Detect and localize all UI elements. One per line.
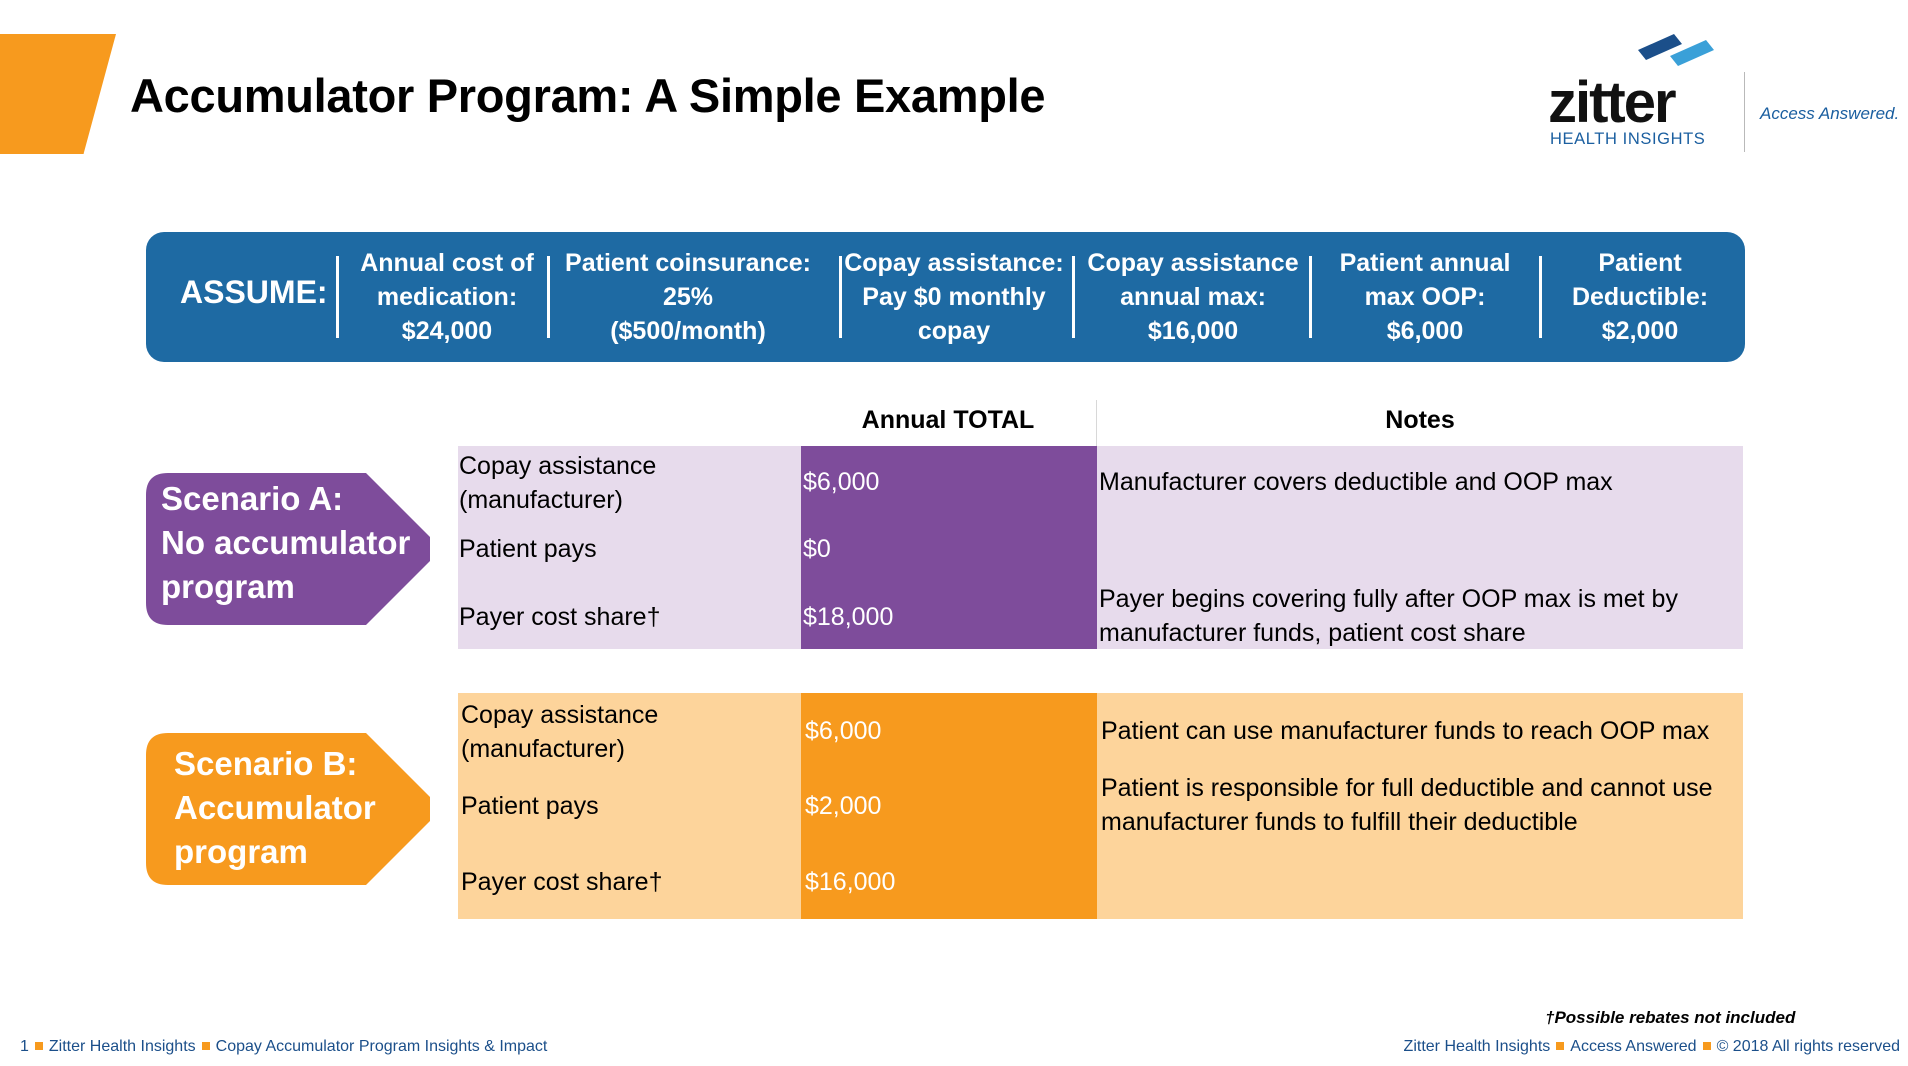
bullet-square-icon bbox=[1702, 1042, 1711, 1051]
logo-wordmark: zitter bbox=[1548, 70, 1677, 135]
logo-mark-icon bbox=[1638, 34, 1714, 66]
scenario-a-row-label: Copay assistance(manufacturer) bbox=[459, 452, 657, 514]
footnote: †Possible rebates not included bbox=[1545, 1008, 1796, 1027]
bullet-square-icon bbox=[1556, 1042, 1565, 1051]
scenario-b-row-label: Payer cost share† bbox=[461, 868, 663, 896]
zitter-logo: zitter HEALTH INSIGHTS bbox=[1540, 30, 1740, 150]
scenario-b-row-value: $16,000 bbox=[805, 868, 896, 896]
scenario-a-row-value: $6,000 bbox=[803, 468, 880, 496]
assume-divider bbox=[547, 256, 550, 338]
scenario-a-row-value: $18,000 bbox=[803, 603, 894, 631]
scenario-b-row-value: $6,000 bbox=[805, 717, 882, 745]
scenario-a-row-label: Patient pays bbox=[459, 535, 597, 563]
scenario-a-row-note: Payer begins covering fully after OOP ma… bbox=[1099, 585, 1678, 647]
assume-divider bbox=[1072, 256, 1075, 338]
bullet-square-icon bbox=[201, 1042, 210, 1051]
scenario-b-value-column bbox=[801, 693, 1097, 919]
scenario-a-row-note: Manufacturer covers deductible and OOP m… bbox=[1099, 468, 1613, 496]
column-header-notes: Notes bbox=[1385, 406, 1455, 434]
assume-divider bbox=[1539, 256, 1542, 338]
tagline: Access Answered. bbox=[1760, 104, 1900, 123]
scenario-a-value-column bbox=[801, 446, 1097, 649]
page-title: Accumulator Program: A Simple Example bbox=[130, 69, 1046, 122]
bullet-square-icon bbox=[34, 1042, 43, 1051]
scenario-b-notes-column bbox=[1097, 693, 1743, 919]
scenario-b-tag-shape bbox=[146, 733, 430, 885]
scenario-b-row-note: Patient can use manufacturer funds to re… bbox=[1101, 717, 1710, 745]
scenario-b-row-label: Copay assistance(manufacturer) bbox=[461, 701, 659, 763]
header-divider bbox=[1096, 400, 1097, 446]
logo-divider bbox=[1744, 72, 1745, 152]
assume-item-coinsurance: Patient coinsurance:25%($500/month) bbox=[565, 249, 811, 345]
column-header-total: Annual TOTAL bbox=[861, 406, 1035, 434]
scenario-b-row-note: Patient is responsible for full deductib… bbox=[1101, 774, 1713, 836]
scenario-b-label-column bbox=[458, 693, 801, 919]
page-number: 1 bbox=[20, 1038, 29, 1055]
scenario-a-label-column bbox=[458, 446, 801, 649]
scenario-b-row-value: $2,000 bbox=[805, 792, 882, 820]
scenario-a-row-value: $0 bbox=[803, 535, 831, 563]
assume-divider bbox=[839, 256, 842, 338]
orange-accent-shape bbox=[0, 34, 116, 154]
assume-divider bbox=[336, 256, 339, 338]
logo-subtitle: HEALTH INSIGHTS bbox=[1550, 130, 1706, 148]
scenario-a-notes-column bbox=[1097, 446, 1743, 649]
scenario-a-row-label: Payer cost share† bbox=[459, 603, 661, 631]
assume-label: ASSUME: bbox=[180, 274, 328, 310]
assume-divider bbox=[1309, 256, 1312, 338]
scenario-b-row-label: Patient pays bbox=[461, 792, 599, 820]
scenario-a-tag-shape bbox=[146, 473, 430, 625]
